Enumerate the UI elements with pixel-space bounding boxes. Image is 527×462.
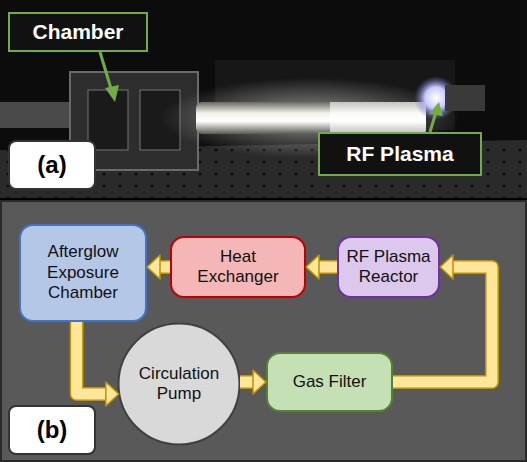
node-text: (a) xyxy=(37,151,66,179)
process-box: Gas Filter xyxy=(266,352,393,412)
arrow-shaft xyxy=(318,262,337,273)
flow-arrow xyxy=(240,370,266,394)
arrow-outline xyxy=(240,375,254,389)
leader-arrow xyxy=(100,52,112,92)
pump-circle: Circulation Pump xyxy=(117,322,241,446)
node-text: RF Plasma Reactor xyxy=(341,247,437,288)
process-box: Heat Exchanger xyxy=(170,236,306,298)
node-text: Heat Exchanger xyxy=(188,247,288,288)
arrow-outline xyxy=(318,260,337,274)
leader-arrowhead xyxy=(429,102,443,116)
callout-label: Chamber xyxy=(8,12,148,52)
circle-shape xyxy=(119,324,240,445)
rf-fitting xyxy=(445,85,485,111)
process-box: RF Plasma Reactor xyxy=(337,236,440,298)
leader-arrowhead xyxy=(105,85,119,102)
node-text: RF Plasma xyxy=(346,142,453,166)
leader-arrow xyxy=(430,112,436,132)
node-text: Afterglow Exposure Chamber xyxy=(28,242,138,303)
arrow-shaft xyxy=(393,267,492,382)
node-text: Circulation Pump xyxy=(129,364,229,405)
tube-hot-zone xyxy=(330,102,426,134)
arrow-head xyxy=(306,255,319,279)
node-text: Chamber xyxy=(32,20,123,44)
flow-arrow xyxy=(147,255,170,279)
arrow-shaft xyxy=(77,322,107,394)
plasma-tube xyxy=(196,102,426,134)
arrow-head xyxy=(253,370,266,394)
arrow-head xyxy=(147,255,160,279)
panel-label: (b) xyxy=(8,405,96,455)
flow-arrow xyxy=(306,255,337,279)
process-box: Afterglow Exposure Chamber xyxy=(19,224,147,322)
callout-label: RF Plasma xyxy=(318,132,482,176)
photo-background xyxy=(0,0,527,198)
inlet-pipe xyxy=(0,102,75,128)
arrow-head xyxy=(440,255,453,279)
chamber-window xyxy=(88,90,128,150)
arrow-outline xyxy=(77,322,107,394)
node-text: Gas Filter xyxy=(293,372,367,392)
arrow-head xyxy=(106,382,119,406)
arrow-outline xyxy=(393,267,492,382)
arrow-shaft xyxy=(240,377,254,388)
flow-arrow xyxy=(393,255,492,382)
panel-label: (a) xyxy=(8,140,96,190)
node-text: (b) xyxy=(37,416,68,444)
flow-arrow xyxy=(77,322,119,406)
